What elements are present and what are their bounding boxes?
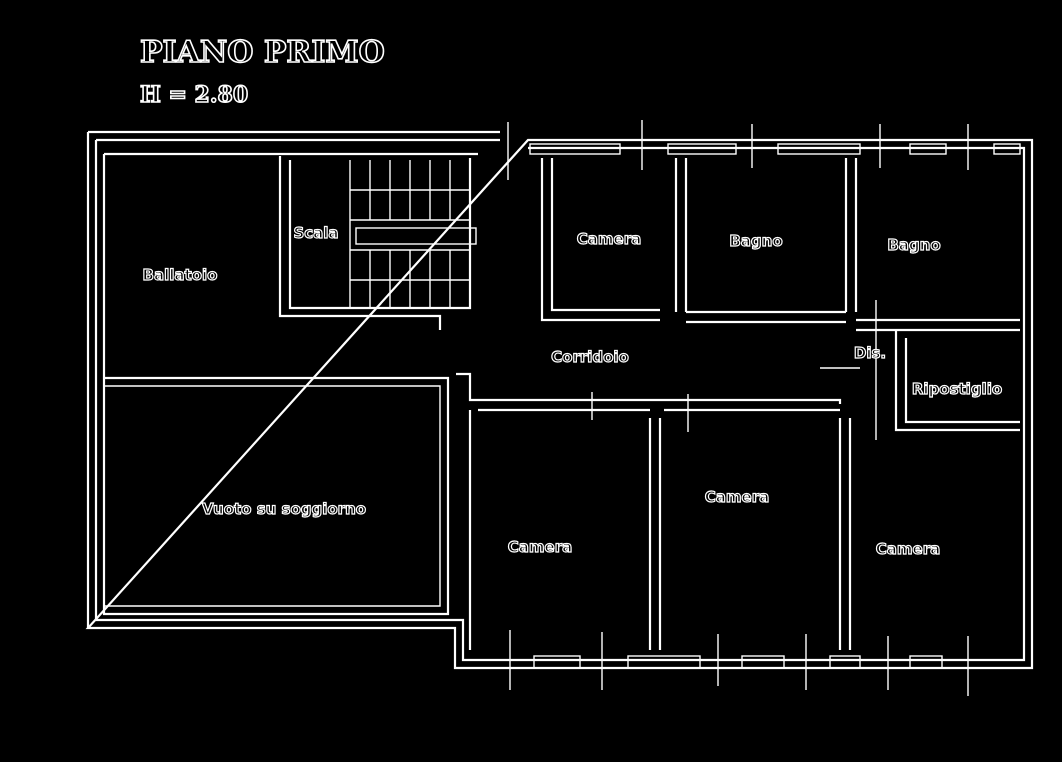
room-label-camera-bottom-left: Camera bbox=[508, 538, 572, 556]
room-label-ballatoio: Ballatoio bbox=[143, 266, 218, 284]
outer-walls bbox=[85, 130, 1034, 670]
room-label-scala: Scala bbox=[293, 224, 338, 242]
height-note: H = 2.80 bbox=[140, 82, 248, 108]
room-label-bagno-1: Bagno bbox=[729, 232, 782, 250]
stair bbox=[278, 156, 477, 330]
top-rooms-walls bbox=[540, 158, 1020, 432]
corridor-walls bbox=[456, 300, 877, 650]
top-windows bbox=[507, 120, 1021, 180]
room-label-corridoio: Corridoio bbox=[551, 348, 629, 366]
room-label-camera-top: Camera bbox=[577, 230, 641, 248]
room-label-camera-bottom-right: Camera bbox=[876, 540, 940, 558]
room-label-vuoto-su-soggiorno: Vuoto su soggiorno bbox=[202, 500, 366, 518]
room-label-ripostiglio: Ripostiglio bbox=[912, 380, 1002, 398]
room-label-camera-bottom-mid: Camera bbox=[705, 488, 769, 506]
plan-title: PIANO PRIMO bbox=[140, 35, 385, 70]
room-label-bagno-2: Bagno bbox=[887, 236, 940, 254]
bottom-windows bbox=[509, 630, 969, 696]
room-label-dis: Dis. bbox=[854, 344, 886, 362]
